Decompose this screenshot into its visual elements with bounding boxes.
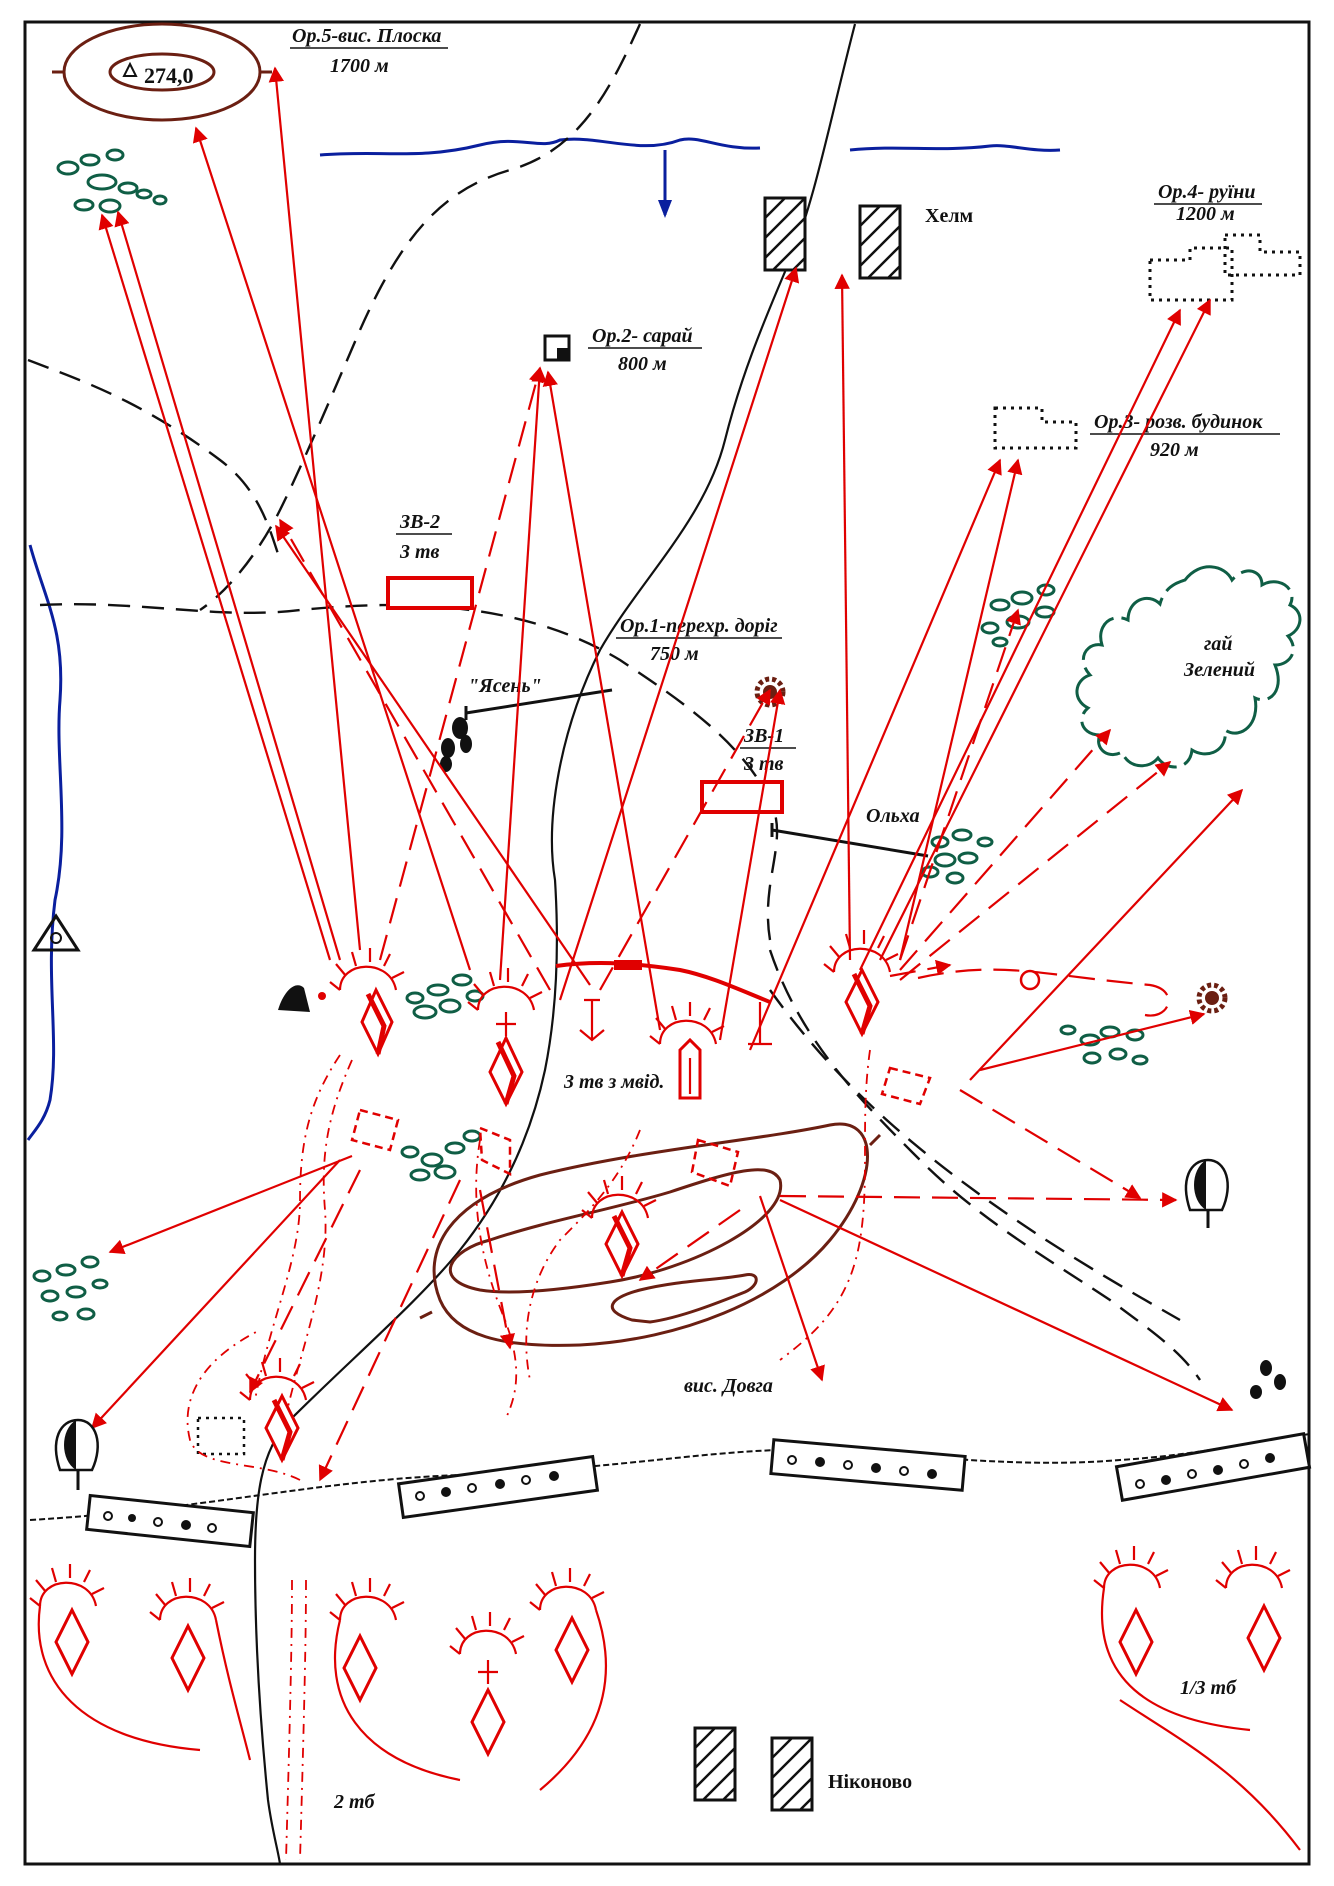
shrubs-front-left (405, 973, 485, 1020)
tank-position-3-command (649, 1002, 725, 1100)
tb2-label: 2 тб (333, 1791, 376, 1813)
tb3-label: 3 тв з мвід. (563, 1071, 664, 1093)
dirt-road-north (199, 23, 642, 611)
op3-building-icon (993, 406, 1078, 450)
olha-range-line (771, 828, 929, 858)
minefield-2 (396, 1454, 600, 1520)
patrol-loop (917, 968, 1170, 1017)
tb13-label: 1/3 тб (1180, 1677, 1237, 1699)
map-frame (23, 20, 1311, 1866)
shrubs-mid-left (400, 1129, 482, 1182)
stream-flow-arrowhead (658, 200, 672, 218)
dirt-road-center (39, 602, 779, 941)
grove-label-2: Зелений (1183, 659, 1255, 681)
dovga-contour-middle (448, 1168, 783, 1294)
op4-ruins-icon-2 (1223, 233, 1302, 277)
barbed-wire (29, 1433, 1311, 1521)
minefield-4 (1114, 1432, 1312, 1502)
stream-north-east (849, 144, 1061, 152)
grove-label-1: гай (1204, 633, 1233, 655)
front-line (555, 961, 771, 1004)
fire-lines (90, 66, 1244, 1482)
op5-distance: 1700 м (330, 55, 389, 77)
zv2-sub: 3 тв (399, 541, 440, 563)
tree-icon-east (1184, 1158, 1229, 1228)
tank-position-2 (467, 968, 543, 1108)
helm-village (763, 196, 902, 280)
op4-ruins-icon (1148, 246, 1234, 302)
post-marker-1 (579, 998, 605, 1042)
supply-routes (186, 1049, 871, 1481)
battalion-1-3-positions (1093, 1546, 1301, 1851)
stream-north (319, 137, 761, 157)
river-west (26, 544, 64, 1141)
observation-post-icon (1019, 969, 1041, 991)
tank-position-4 (823, 930, 899, 1038)
shrubs-olha (920, 828, 994, 885)
front-line-post (614, 960, 642, 970)
op4-distance: 1200 м (1176, 203, 1235, 225)
op5-title: Ор.5-вис. Плоска (292, 25, 441, 47)
grove-zeleny (1075, 565, 1302, 769)
zv2-position (386, 576, 474, 610)
dovga-label: вис. Довга (684, 1375, 773, 1397)
zv2-title: ЗВ-2 (399, 511, 440, 533)
helm-label: Хелм (925, 205, 973, 227)
shrubs-west (32, 1255, 109, 1322)
zv1-sub: 3 тв (743, 753, 784, 775)
zv1-title: ЗВ-1 (743, 725, 784, 747)
dovga-contour-inner (610, 1273, 758, 1324)
tank-position-6 (239, 1358, 315, 1464)
dovga-contour-outer (432, 1122, 869, 1347)
height-274-label: 274,0 (144, 63, 194, 88)
map-symbol-triangle-dot (50, 932, 62, 944)
tree-icon-west (54, 1418, 99, 1490)
nikonovo-label: Ніконово (828, 1771, 912, 1793)
dirt-road-east (768, 949, 1201, 1381)
zv1-position (700, 780, 784, 814)
triangulation-point-icon (122, 61, 138, 77)
shrubs-northwest (56, 148, 168, 214)
op3-title: Ор.3- розв. будинок (1094, 411, 1263, 433)
alternate-positions (196, 1066, 932, 1456)
map-symbol-triangle (31, 913, 81, 952)
op2-title: Ор.2- сарай (592, 325, 693, 347)
yasen-label: "Ясень" (468, 675, 542, 697)
yasen-range-line (465, 688, 613, 715)
barn-icon (543, 334, 571, 362)
minefield-3 (769, 1438, 967, 1492)
fire-post-dot (318, 992, 326, 1000)
op1-title: Ор.1-перехр. доріг (620, 615, 778, 637)
op2-distance: 800 м (618, 353, 667, 375)
battalion-2-positions (29, 1564, 607, 1791)
yasen-tree-icon (440, 717, 472, 772)
dovga-tick-2 (868, 1133, 882, 1147)
height-274-inner (108, 52, 216, 92)
minefield-1 (85, 1493, 255, 1549)
road-dashed-red-rear-2 (299, 1579, 307, 1861)
tank-ditch-icon (278, 985, 310, 1012)
road-dashed-red-rear (285, 1579, 293, 1861)
dovga-tick-1 (419, 1310, 433, 1320)
tank-position-5 (581, 1176, 657, 1280)
tank-position-1 (329, 948, 405, 1058)
dirt-road-west (27, 358, 282, 561)
shrubs-black-east (1250, 1360, 1286, 1399)
post-marker-2 (748, 1002, 772, 1046)
cog-landmark-east-icon (1196, 982, 1228, 1014)
op3-distance: 920 м (1150, 439, 1199, 461)
op1-distance: 750 м (650, 643, 699, 665)
dirt-road-east-2 (769, 989, 1181, 1322)
main-road (253, 23, 857, 1865)
op4-title: Ор.4- руїни (1158, 181, 1256, 203)
olha-label: Ольха (866, 805, 920, 827)
nikonovo-village (693, 1726, 814, 1812)
